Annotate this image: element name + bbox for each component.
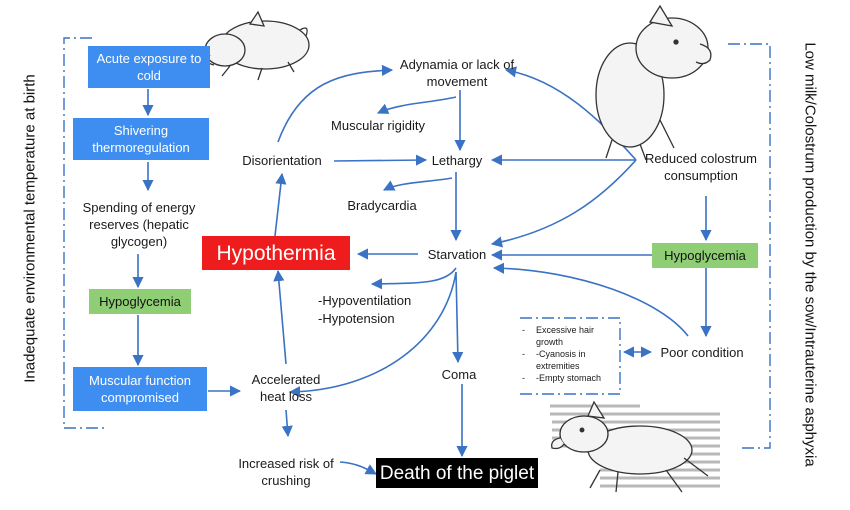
- bradycardia-label: Bradycardia: [347, 197, 417, 213]
- hypotension-label: -Hypotension: [318, 310, 395, 326]
- adynamia-label: Adynamia or lack of movement: [399, 57, 515, 89]
- signs-bracket: [520, 317, 621, 395]
- left-side-label: Inadequate environmental temperature at …: [21, 74, 39, 383]
- sign-item: -Cyanosis in extremities: [522, 348, 618, 372]
- muscular-rigidity-label: Muscular rigidity: [331, 117, 425, 133]
- accelerated-heat-loss-label: Accelerated heat loss: [251, 372, 321, 404]
- reduced-colostrum-label: Reduced colostrum consumption: [645, 151, 757, 183]
- hypoventilation-label: -Hypoventilation: [318, 292, 412, 308]
- sign-item: Excessive hair growth: [522, 324, 618, 348]
- death-box: Death of the piglet: [376, 458, 538, 488]
- disorientation-label: Disorientation: [242, 152, 322, 168]
- sitting-piglet-icon: [595, 4, 712, 161]
- left-bracket: [63, 37, 104, 429]
- acute-cold-box: Acute exposure to cold: [88, 46, 210, 88]
- hypoglycemia-left-box: Hypoglycemia: [89, 289, 191, 314]
- muscular-function-box: Muscular function compromised: [73, 367, 207, 411]
- hypothermia-box: Hypothermia: [202, 236, 350, 270]
- coma-label: Coma: [441, 366, 477, 382]
- poor-condition-label: Poor condition: [660, 344, 744, 360]
- running-piglet-icon: [550, 400, 720, 493]
- starvation-label: Starvation: [427, 246, 487, 262]
- sleeping-piglet-icon: [204, 10, 310, 81]
- hypoglycemia-right-box: Hypoglycemia: [652, 243, 758, 268]
- shivering-box: Shivering thermoregulation: [73, 118, 209, 160]
- signs-list: Excessive hair growth -Cyanosis in extre…: [520, 318, 618, 390]
- spending-energy-label: Spending of energy reserves (hepatic gly…: [82, 199, 196, 249]
- right-side-label: Low milk/Colostrum production by the sow…: [801, 42, 819, 467]
- lethargy-label: Lethargy: [431, 152, 483, 168]
- right-bracket: [728, 43, 771, 449]
- increased-crushing-label: Increased risk of crushing: [238, 456, 334, 488]
- sign-item: -Empty stomach: [522, 372, 618, 384]
